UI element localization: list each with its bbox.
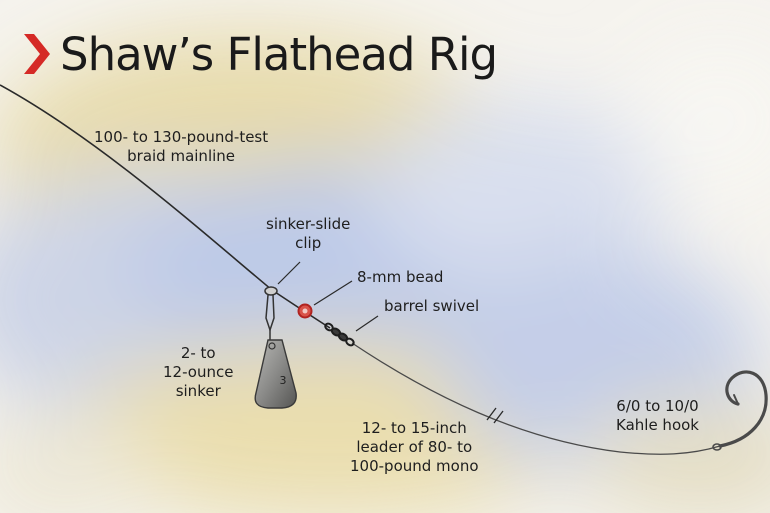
label-bead: 8-mm bead	[357, 268, 444, 286]
sinker-slide-clip	[264, 286, 278, 342]
bead	[297, 303, 313, 319]
title-text: Shaw’s Flathead Rig	[60, 27, 498, 81]
barrel-swivel	[324, 322, 355, 347]
label-leader: 12- to 15-inch leader of 80- to 100-poun…	[350, 419, 479, 475]
leader-break-mark	[486, 407, 504, 424]
page-title: Shaw’s Flathead Rig	[20, 22, 498, 86]
leader	[351, 342, 721, 455]
label-sinker: 2- to 12-ounce sinker	[163, 344, 234, 400]
sinker-weight-mark: 3	[280, 374, 287, 387]
label-sinker-slide-clip: sinker-slide clip	[266, 215, 351, 252]
label-hook: 6/0 to 10/0 Kahle hook	[616, 397, 699, 434]
kahle-hook	[712, 370, 768, 451]
label-barrel-swivel: barrel swivel	[384, 297, 480, 315]
sinker: 3	[254, 339, 297, 409]
label-mainline: 100- to 130-pound-test braid mainline	[94, 128, 269, 165]
chevron-right-icon	[24, 34, 50, 74]
callout-lines	[277, 261, 379, 332]
mainline	[0, 84, 273, 291]
